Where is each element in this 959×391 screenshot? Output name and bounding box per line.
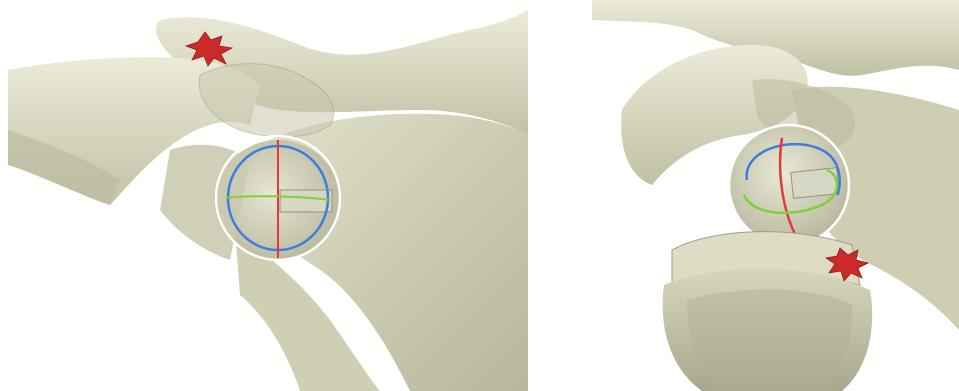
left-panel-illustration xyxy=(0,0,528,391)
right-panel-illustration xyxy=(592,0,959,391)
left-panel xyxy=(0,0,528,391)
implant-stem xyxy=(280,190,332,212)
right-panel xyxy=(592,0,959,391)
humeral-component-shadow xyxy=(687,289,852,391)
